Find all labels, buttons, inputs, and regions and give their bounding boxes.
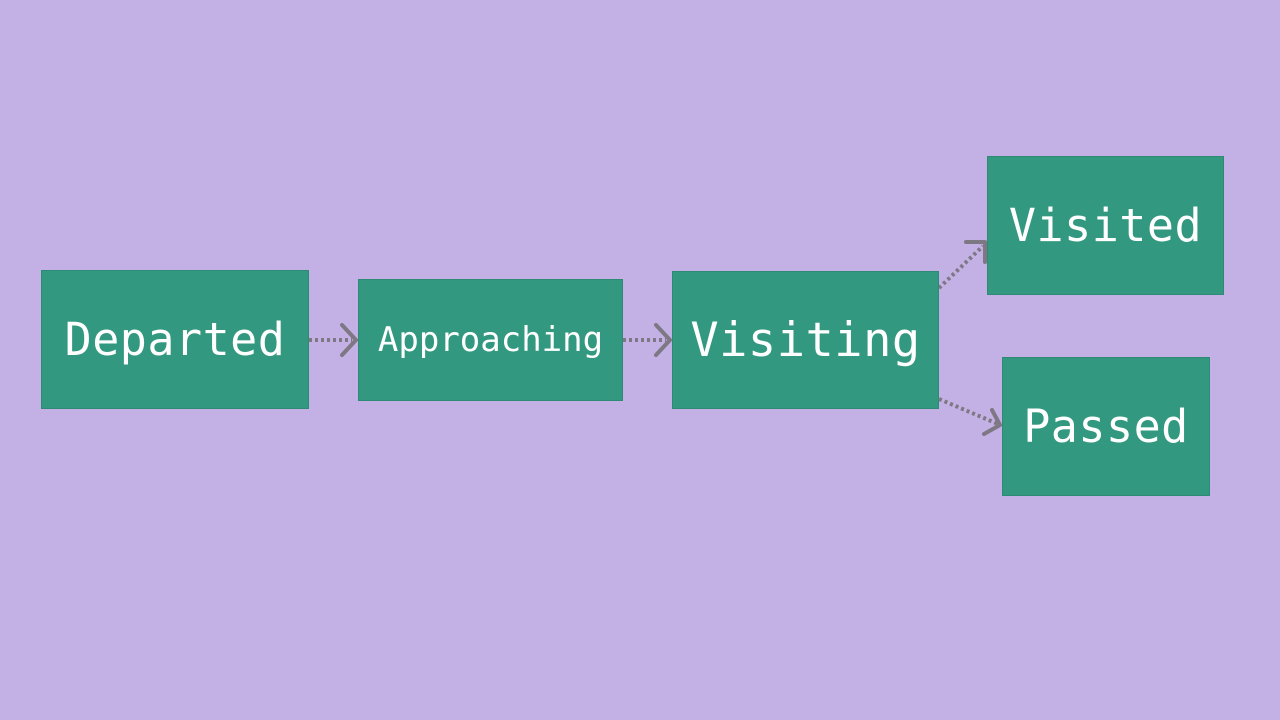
state-visited-label: Visited <box>1008 199 1203 252</box>
state-departed-label: Departed <box>64 313 286 366</box>
state-approaching: Approaching <box>358 279 623 401</box>
state-passed-label: Passed <box>1023 400 1189 453</box>
edge-departed-approaching <box>309 323 358 357</box>
state-departed: Departed <box>41 270 309 409</box>
state-visiting-label: Visiting <box>690 312 921 368</box>
edge-visiting-visited <box>937 240 987 290</box>
edge-approaching-visiting <box>623 323 672 357</box>
state-visiting: Visiting <box>672 271 939 409</box>
state-passed: Passed <box>1002 357 1210 496</box>
state-visited: Visited <box>987 156 1224 295</box>
state-approaching-label: Approaching <box>377 320 604 360</box>
edge-visiting-passed <box>938 397 1002 436</box>
